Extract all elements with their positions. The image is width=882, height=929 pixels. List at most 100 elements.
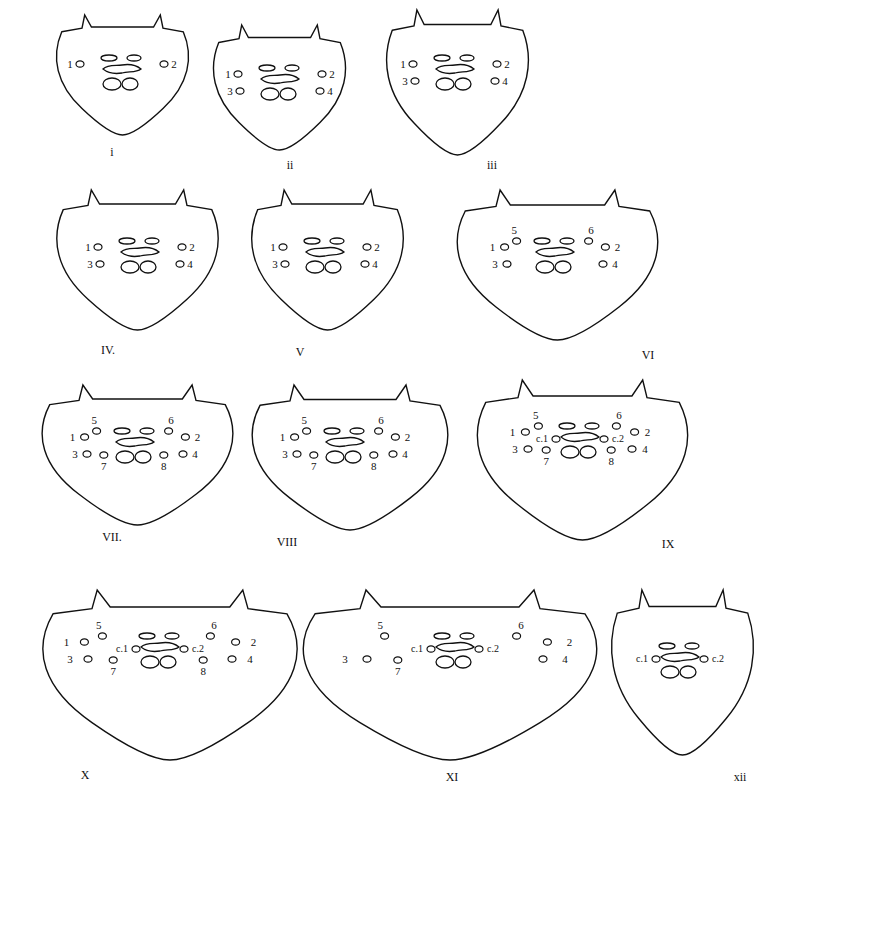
bundle-number: c.2: [487, 644, 499, 654]
bundle-number: 3: [402, 76, 408, 87]
vascular-bundle: [81, 434, 89, 440]
vascular-bundle: [318, 71, 326, 77]
vascular-bundle: [179, 451, 187, 457]
vascular-bundle: [228, 656, 236, 662]
panel-numeral: IX: [662, 538, 675, 550]
vascular-bundle: [534, 423, 542, 429]
vascular-bundle: [601, 244, 609, 250]
central-bundles: [434, 55, 474, 90]
vascular-bundle: [585, 238, 593, 244]
section-outline: [213, 25, 345, 150]
vascular-bundle: [98, 633, 106, 639]
bundle-number: 2: [504, 59, 510, 70]
vascular-bundle: [176, 261, 184, 267]
vascular-bundle: [178, 244, 186, 250]
bundle-number: 3: [282, 449, 288, 460]
vascular-bundle: [93, 428, 101, 434]
bundle-number: 8: [161, 461, 167, 472]
section-outline: [252, 190, 404, 330]
vascular-bundle: [234, 71, 242, 77]
vascular-bundle: [303, 428, 311, 434]
panel-numeral: iii: [487, 159, 497, 171]
vascular-bundle: [165, 428, 173, 434]
bundle-number: 1: [280, 432, 286, 443]
panel-numeral: X: [81, 769, 90, 781]
bundle-number: c.1: [636, 654, 648, 664]
bundle-number: 1: [270, 242, 276, 253]
vascular-bundle: [316, 88, 324, 94]
bundle-number: 6: [378, 415, 384, 426]
vascular-bundle: [503, 261, 511, 267]
central-bundles: [659, 643, 699, 678]
vascular-bundle: [599, 261, 607, 267]
central-bundles: [259, 65, 299, 100]
vascular-bundle: [76, 61, 84, 67]
bundle-number: 2: [171, 59, 177, 70]
bundle-number: 8: [608, 456, 614, 467]
bundle-number: 2: [195, 432, 201, 443]
vascular-bundle: [521, 429, 529, 435]
vascular-bundle: [600, 436, 608, 442]
bundle-number: 1: [67, 59, 73, 70]
bundle-number: 7: [543, 456, 549, 467]
bundle-number: 5: [533, 410, 539, 421]
bundle-number: 5: [96, 620, 102, 631]
vascular-bundle: [375, 428, 383, 434]
vascular-bundle: [279, 244, 287, 250]
vascular-bundle: [552, 436, 560, 442]
bundle-number: 6: [518, 620, 524, 631]
vascular-bundle: [206, 633, 214, 639]
vascular-bundle: [160, 61, 168, 67]
vascular-bundle: [628, 446, 636, 452]
bundle-number: 3: [227, 86, 233, 97]
bundle-number: 6: [211, 620, 217, 631]
bundle-number: 4: [192, 449, 198, 460]
bundle-number: 5: [377, 620, 383, 631]
vascular-bundle: [389, 451, 397, 457]
vascular-bundle: [370, 452, 378, 458]
bundle-number: 2: [645, 427, 651, 438]
panel-numeral: i: [110, 146, 113, 158]
central-bundles: [534, 238, 574, 273]
bundle-number: 7: [311, 461, 317, 472]
panel-numeral: VI: [642, 349, 655, 361]
vascular-bundle: [543, 639, 551, 645]
section-outline: [303, 590, 596, 760]
vascular-bundle: [491, 78, 499, 84]
bundle-number: 5: [511, 225, 517, 236]
vascular-bundle: [291, 434, 299, 440]
bundle-number: 2: [189, 242, 195, 253]
vascular-bundle: [475, 646, 483, 652]
bundle-number: c.2: [612, 434, 624, 444]
bundle-number: 4: [502, 76, 508, 87]
panel-numeral: ii: [287, 159, 294, 171]
panel-numeral: XI: [446, 771, 459, 783]
vascular-bundle: [524, 446, 532, 452]
vascular-bundle: [700, 656, 708, 662]
vascular-bundle: [363, 656, 371, 662]
vascular-bundle: [513, 633, 521, 639]
bundle-number: c.1: [116, 644, 128, 654]
bundle-number: 1: [225, 69, 231, 80]
bundle-number: 1: [64, 637, 70, 648]
bundle-number: c.1: [536, 434, 548, 444]
section-outline: [477, 380, 687, 540]
vascular-bundle: [199, 657, 207, 663]
central-bundles: [559, 423, 599, 458]
panel-numeral: xii: [734, 771, 747, 783]
vascular-bundle: [109, 657, 117, 663]
vascular-bundle: [409, 61, 417, 67]
vascular-bundle: [181, 434, 189, 440]
bundle-number: c.2: [192, 644, 204, 654]
panel-numeral: VII.: [102, 531, 122, 543]
bundle-number: 5: [91, 415, 97, 426]
vascular-bundle: [427, 646, 435, 652]
vascular-bundle: [160, 452, 168, 458]
central-bundles: [119, 238, 159, 273]
bundle-number: 1: [70, 432, 76, 443]
vascular-bundle: [100, 452, 108, 458]
vascular-bundle: [293, 451, 301, 457]
bundle-number: 8: [371, 461, 377, 472]
central-bundles: [114, 428, 154, 463]
